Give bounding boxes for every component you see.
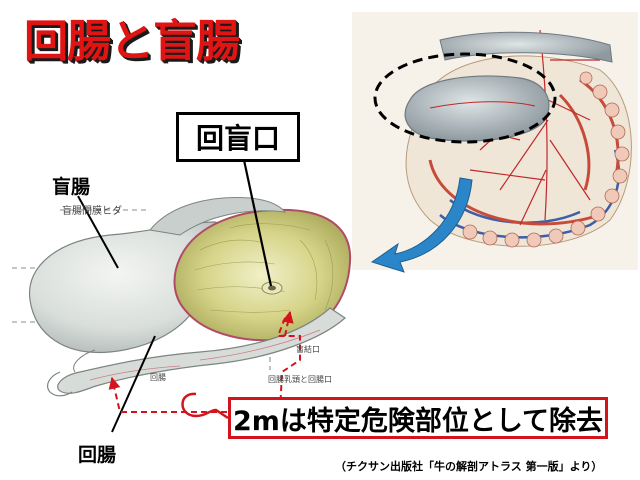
plate-tiny-label-2: 回腸 bbox=[150, 373, 166, 382]
blue-pointer-arrow bbox=[370, 177, 473, 273]
removal-connector-curl bbox=[181, 392, 229, 420]
label-kaicho: 回腸 bbox=[78, 444, 117, 466]
intestine-overview-plate bbox=[352, 12, 638, 270]
removal-dashed-path bbox=[108, 317, 301, 413]
cecum-illustration bbox=[12, 197, 352, 397]
dashed-highlight-ellipse bbox=[373, 52, 557, 144]
plate-tiny-label-1: 盲腸間膜ヒダ bbox=[62, 204, 122, 217]
leader-line-kaicho bbox=[111, 335, 156, 433]
page-title: 回腸と盲腸 bbox=[24, 16, 240, 67]
leader-line-kaimouguchi bbox=[242, 159, 273, 287]
removal-dashed-arrow-top bbox=[281, 310, 294, 337]
label-moucho: 盲腸 bbox=[52, 176, 91, 198]
plate-tiny-label-4: 盲結口 bbox=[296, 344, 320, 354]
leader-line-moucho bbox=[77, 195, 119, 269]
source-credit: （チクサン出版社「牛の解剖アトラス 第一版」より） bbox=[335, 460, 603, 473]
label-box-kaimouguchi: 回盲口 bbox=[176, 112, 300, 162]
removal-note-box: 2mは特定危険部位として除去 bbox=[228, 397, 608, 439]
plate-tiny-label-3: 回腸乳頭と回腸口 bbox=[268, 374, 332, 384]
